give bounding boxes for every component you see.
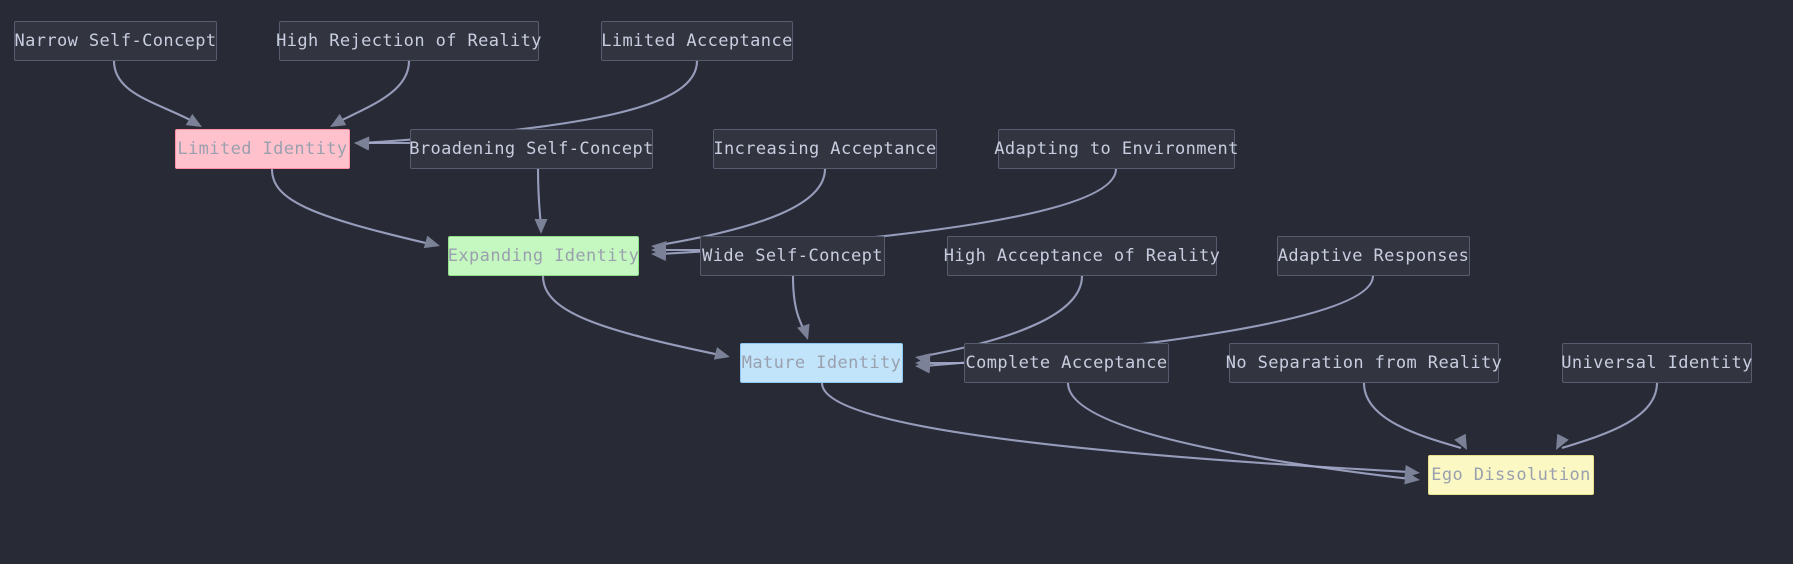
arrow-head: [915, 353, 931, 367]
node-broadening_self_concept[interactable]: Broadening Self-Concept: [409, 129, 654, 169]
node-label: Narrow Self-Concept: [14, 30, 217, 51]
arrow-head: [797, 323, 810, 340]
edge-narrow_self_concept-to-limited_identity: [112, 60, 202, 127]
node-label: Wide Self-Concept: [702, 245, 883, 266]
node-expanding_identity[interactable]: Expanding Identity: [448, 236, 639, 276]
node-high_acceptance_reality[interactable]: High Acceptance of Reality: [944, 236, 1220, 276]
arrow-head: [651, 248, 667, 262]
edge-broadening_self_concept-to-limited_identity: [354, 136, 410, 150]
node-label: Universal Identity: [1561, 352, 1753, 373]
node-limited_identity[interactable]: Limited Identity: [175, 129, 350, 169]
arrow-head: [1404, 464, 1420, 478]
arrow-head: [651, 241, 667, 255]
edge-wide_self_concept-to-mature_identity: [791, 275, 810, 340]
node-label: Complete Acceptance: [965, 352, 1168, 373]
node-label: High Rejection of Reality: [276, 30, 542, 51]
edge-complete_acceptance-to-ego_dissolution: [1066, 382, 1420, 485]
node-adapting_environment[interactable]: Adapting to Environment: [994, 129, 1238, 169]
node-high_rejection_reality[interactable]: High Rejection of Reality: [276, 21, 542, 61]
arrow-head: [354, 137, 370, 151]
arrow-head: [423, 235, 440, 249]
node-mature_identity[interactable]: Mature Identity: [740, 343, 903, 383]
node-label: No Separation from Reality: [1225, 352, 1503, 373]
node-limited_acceptance[interactable]: Limited Acceptance: [601, 21, 793, 61]
arrow-head: [1404, 471, 1420, 485]
arrow-head: [915, 356, 930, 370]
node-label: Limited Identity: [177, 138, 348, 159]
arrow-head: [915, 360, 931, 374]
edge-high_rejection_reality-to-limited_identity: [330, 60, 411, 127]
node-increasing_acceptance[interactable]: Increasing Acceptance: [713, 129, 937, 169]
arrow-head: [651, 243, 666, 257]
node-label: Adaptive Responses: [1277, 245, 1470, 266]
node-label: Broadening Self-Concept: [409, 138, 654, 159]
node-label: Limited Acceptance: [601, 30, 793, 51]
edge-no_separation_reality-to-ego_dissolution: [1362, 382, 1467, 450]
edge-wide_self_concept-to-expanding_identity: [651, 243, 700, 257]
node-label: Increasing Acceptance: [713, 138, 937, 159]
arrow-head: [354, 136, 369, 150]
node-label: Expanding Identity: [447, 245, 640, 266]
edge-limited_identity-to-expanding_identity: [270, 168, 440, 249]
node-label: Adapting to Environment: [994, 138, 1239, 159]
edge-expanding_identity-to-mature_identity: [541, 275, 730, 360]
edge-universal_identity-to-ego_dissolution: [1556, 382, 1659, 450]
arrow-head: [534, 219, 548, 234]
node-label: Mature Identity: [741, 352, 902, 373]
node-complete_acceptance[interactable]: Complete Acceptance: [964, 343, 1169, 383]
node-label: High Acceptance of Reality: [943, 245, 1221, 266]
node-adaptive_responses[interactable]: Adaptive Responses: [1277, 236, 1470, 276]
node-ego_dissolution[interactable]: Ego Dissolution: [1428, 455, 1594, 495]
node-universal_identity[interactable]: Universal Identity: [1561, 343, 1753, 383]
edge-broadening_self_concept-to-expanding_identity: [534, 168, 548, 234]
node-narrow_self_concept[interactable]: Narrow Self-Concept: [14, 21, 217, 61]
node-label: Ego Dissolution: [1431, 464, 1591, 485]
edge-mature_identity-to-ego_dissolution: [820, 382, 1420, 478]
arrow-head: [713, 347, 730, 360]
node-no_separation_reality[interactable]: No Separation from Reality: [1226, 343, 1502, 383]
node-wide_self_concept[interactable]: Wide Self-Concept: [700, 236, 885, 276]
arrow-head: [1556, 433, 1569, 450]
edge-complete_acceptance-to-mature_identity: [915, 356, 964, 370]
arrow-head: [1454, 433, 1467, 450]
